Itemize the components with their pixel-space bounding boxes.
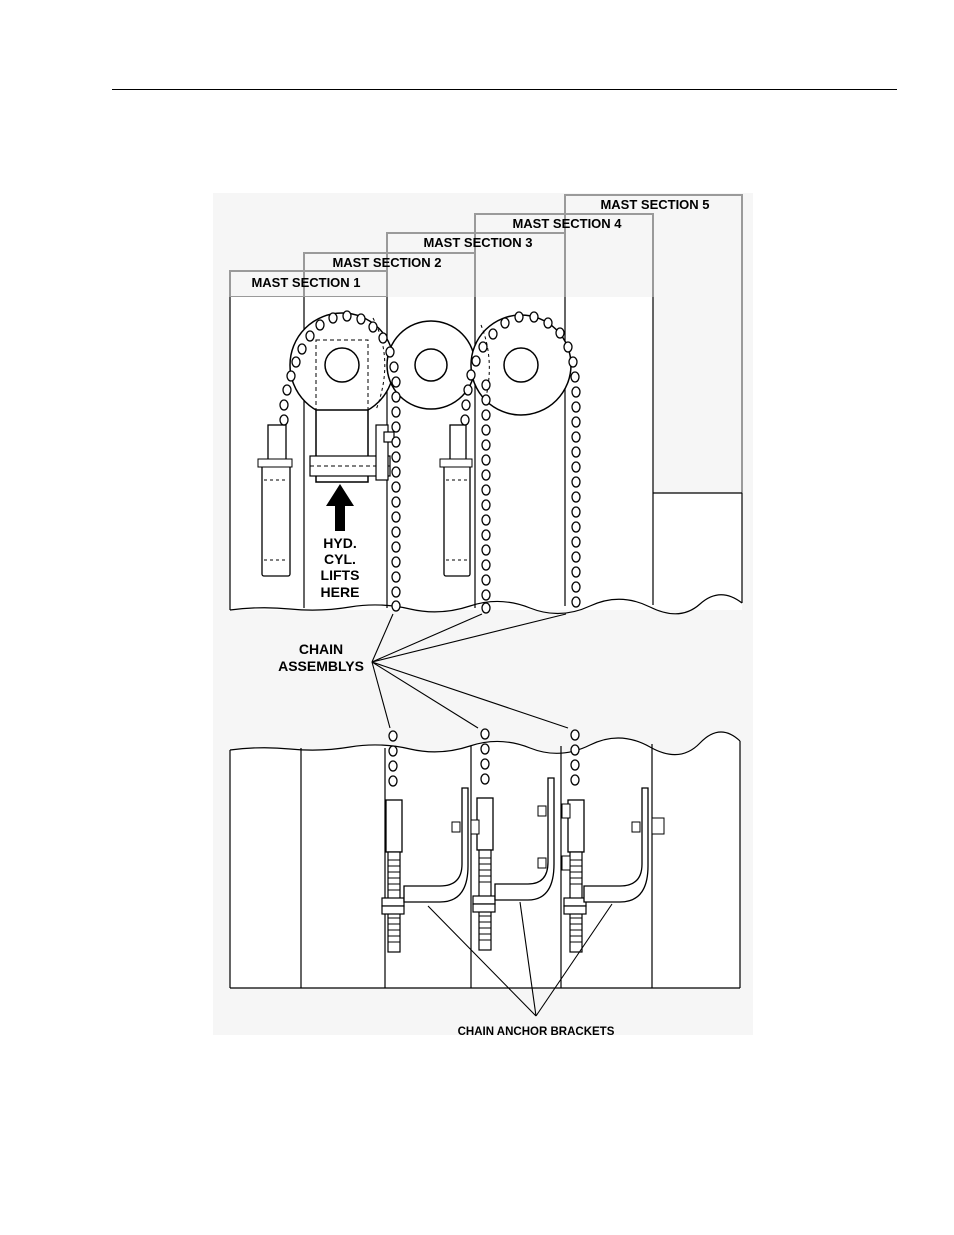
svg-text:HERE: HERE <box>321 584 360 600</box>
mast-section-4-label: MAST SECTION 4 <box>512 216 622 231</box>
svg-text:HYD.: HYD. <box>323 535 356 551</box>
mast-section-5-label: MAST SECTION 5 <box>600 197 709 212</box>
chain-leader-lines <box>372 614 568 728</box>
chain-assemblies-label: CHAIN ASSEMBLYS <box>278 641 364 674</box>
upper-mast-view <box>230 297 742 614</box>
svg-text:CHAIN: CHAIN <box>299 641 343 657</box>
svg-text:LIFTS: LIFTS <box>321 567 360 583</box>
lower-mast-view <box>230 729 740 1016</box>
svg-text:ASSEMBLYS: ASSEMBLYS <box>278 658 364 674</box>
mast-section-labels: MAST SECTION 1 MAST SECTION 2 MAST SECTI… <box>251 197 709 290</box>
hydraulic-cylinder-label: HYD. CYL. LIFTS HERE <box>321 535 360 600</box>
mast-section-2-label: MAST SECTION 2 <box>332 255 441 270</box>
mast-section-1-label: MAST SECTION 1 <box>251 275 360 290</box>
mast-section-3-label: MAST SECTION 3 <box>423 235 532 250</box>
svg-text:CYL.: CYL. <box>324 551 356 567</box>
chain-anchor-brackets-label: CHAIN ANCHOR BRACKETS <box>458 1026 615 1038</box>
